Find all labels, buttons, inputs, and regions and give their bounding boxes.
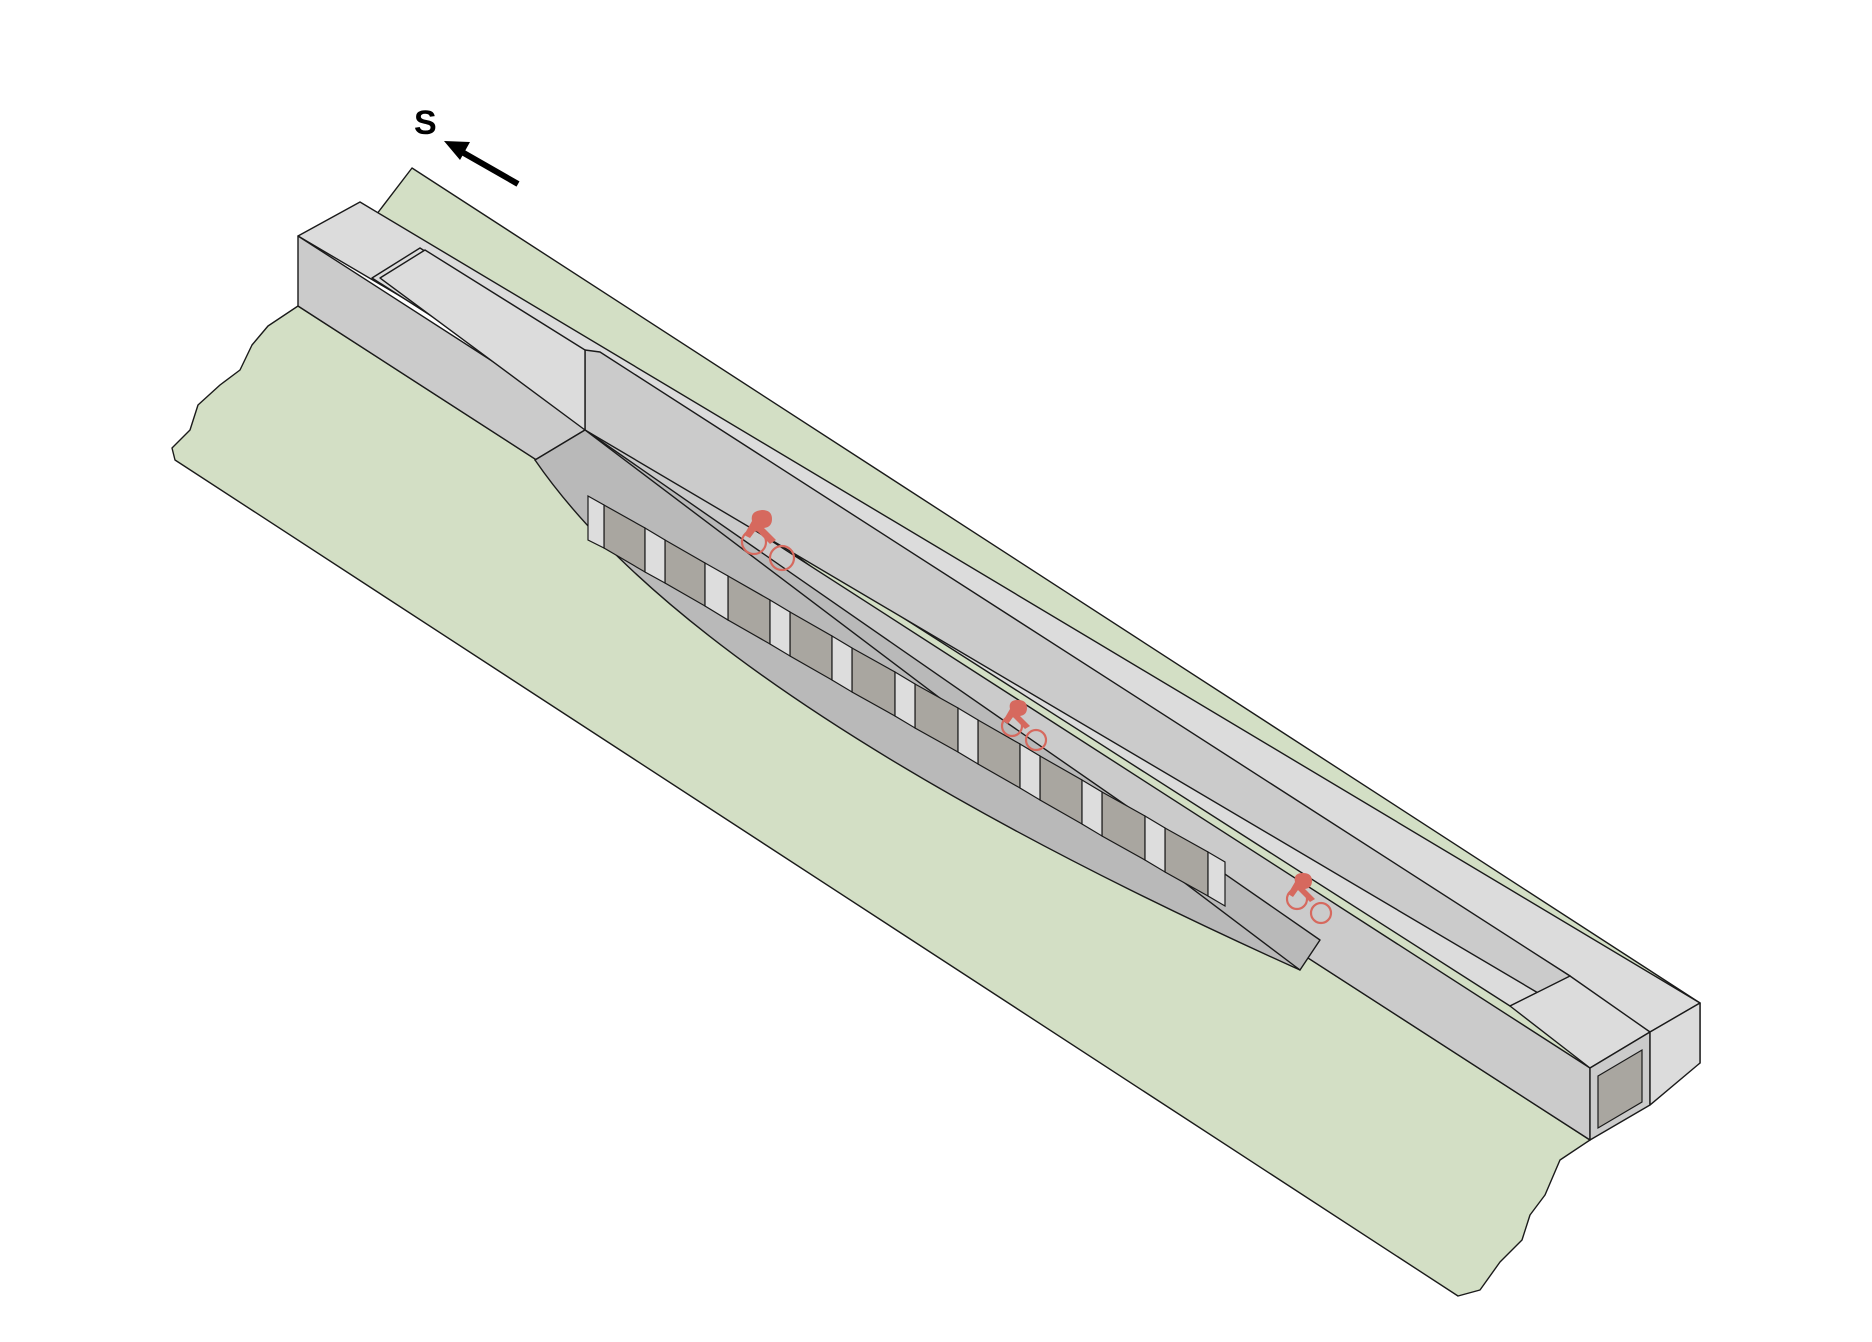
compass: S [414, 104, 520, 187]
cyclist-icon [1285, 873, 1333, 925]
cyclist-icon [740, 510, 796, 572]
underpass-piers [587, 494, 1226, 908]
north-ramp [379, 249, 586, 431]
cyclist-icon [1000, 700, 1048, 752]
south-portal-opening [1597, 1048, 1643, 1130]
ground-plane-south [171, 305, 1591, 1297]
north-west-arrow-icon [444, 141, 520, 187]
south-side-wall [1649, 1002, 1701, 1106]
compass-label: S [414, 104, 437, 142]
